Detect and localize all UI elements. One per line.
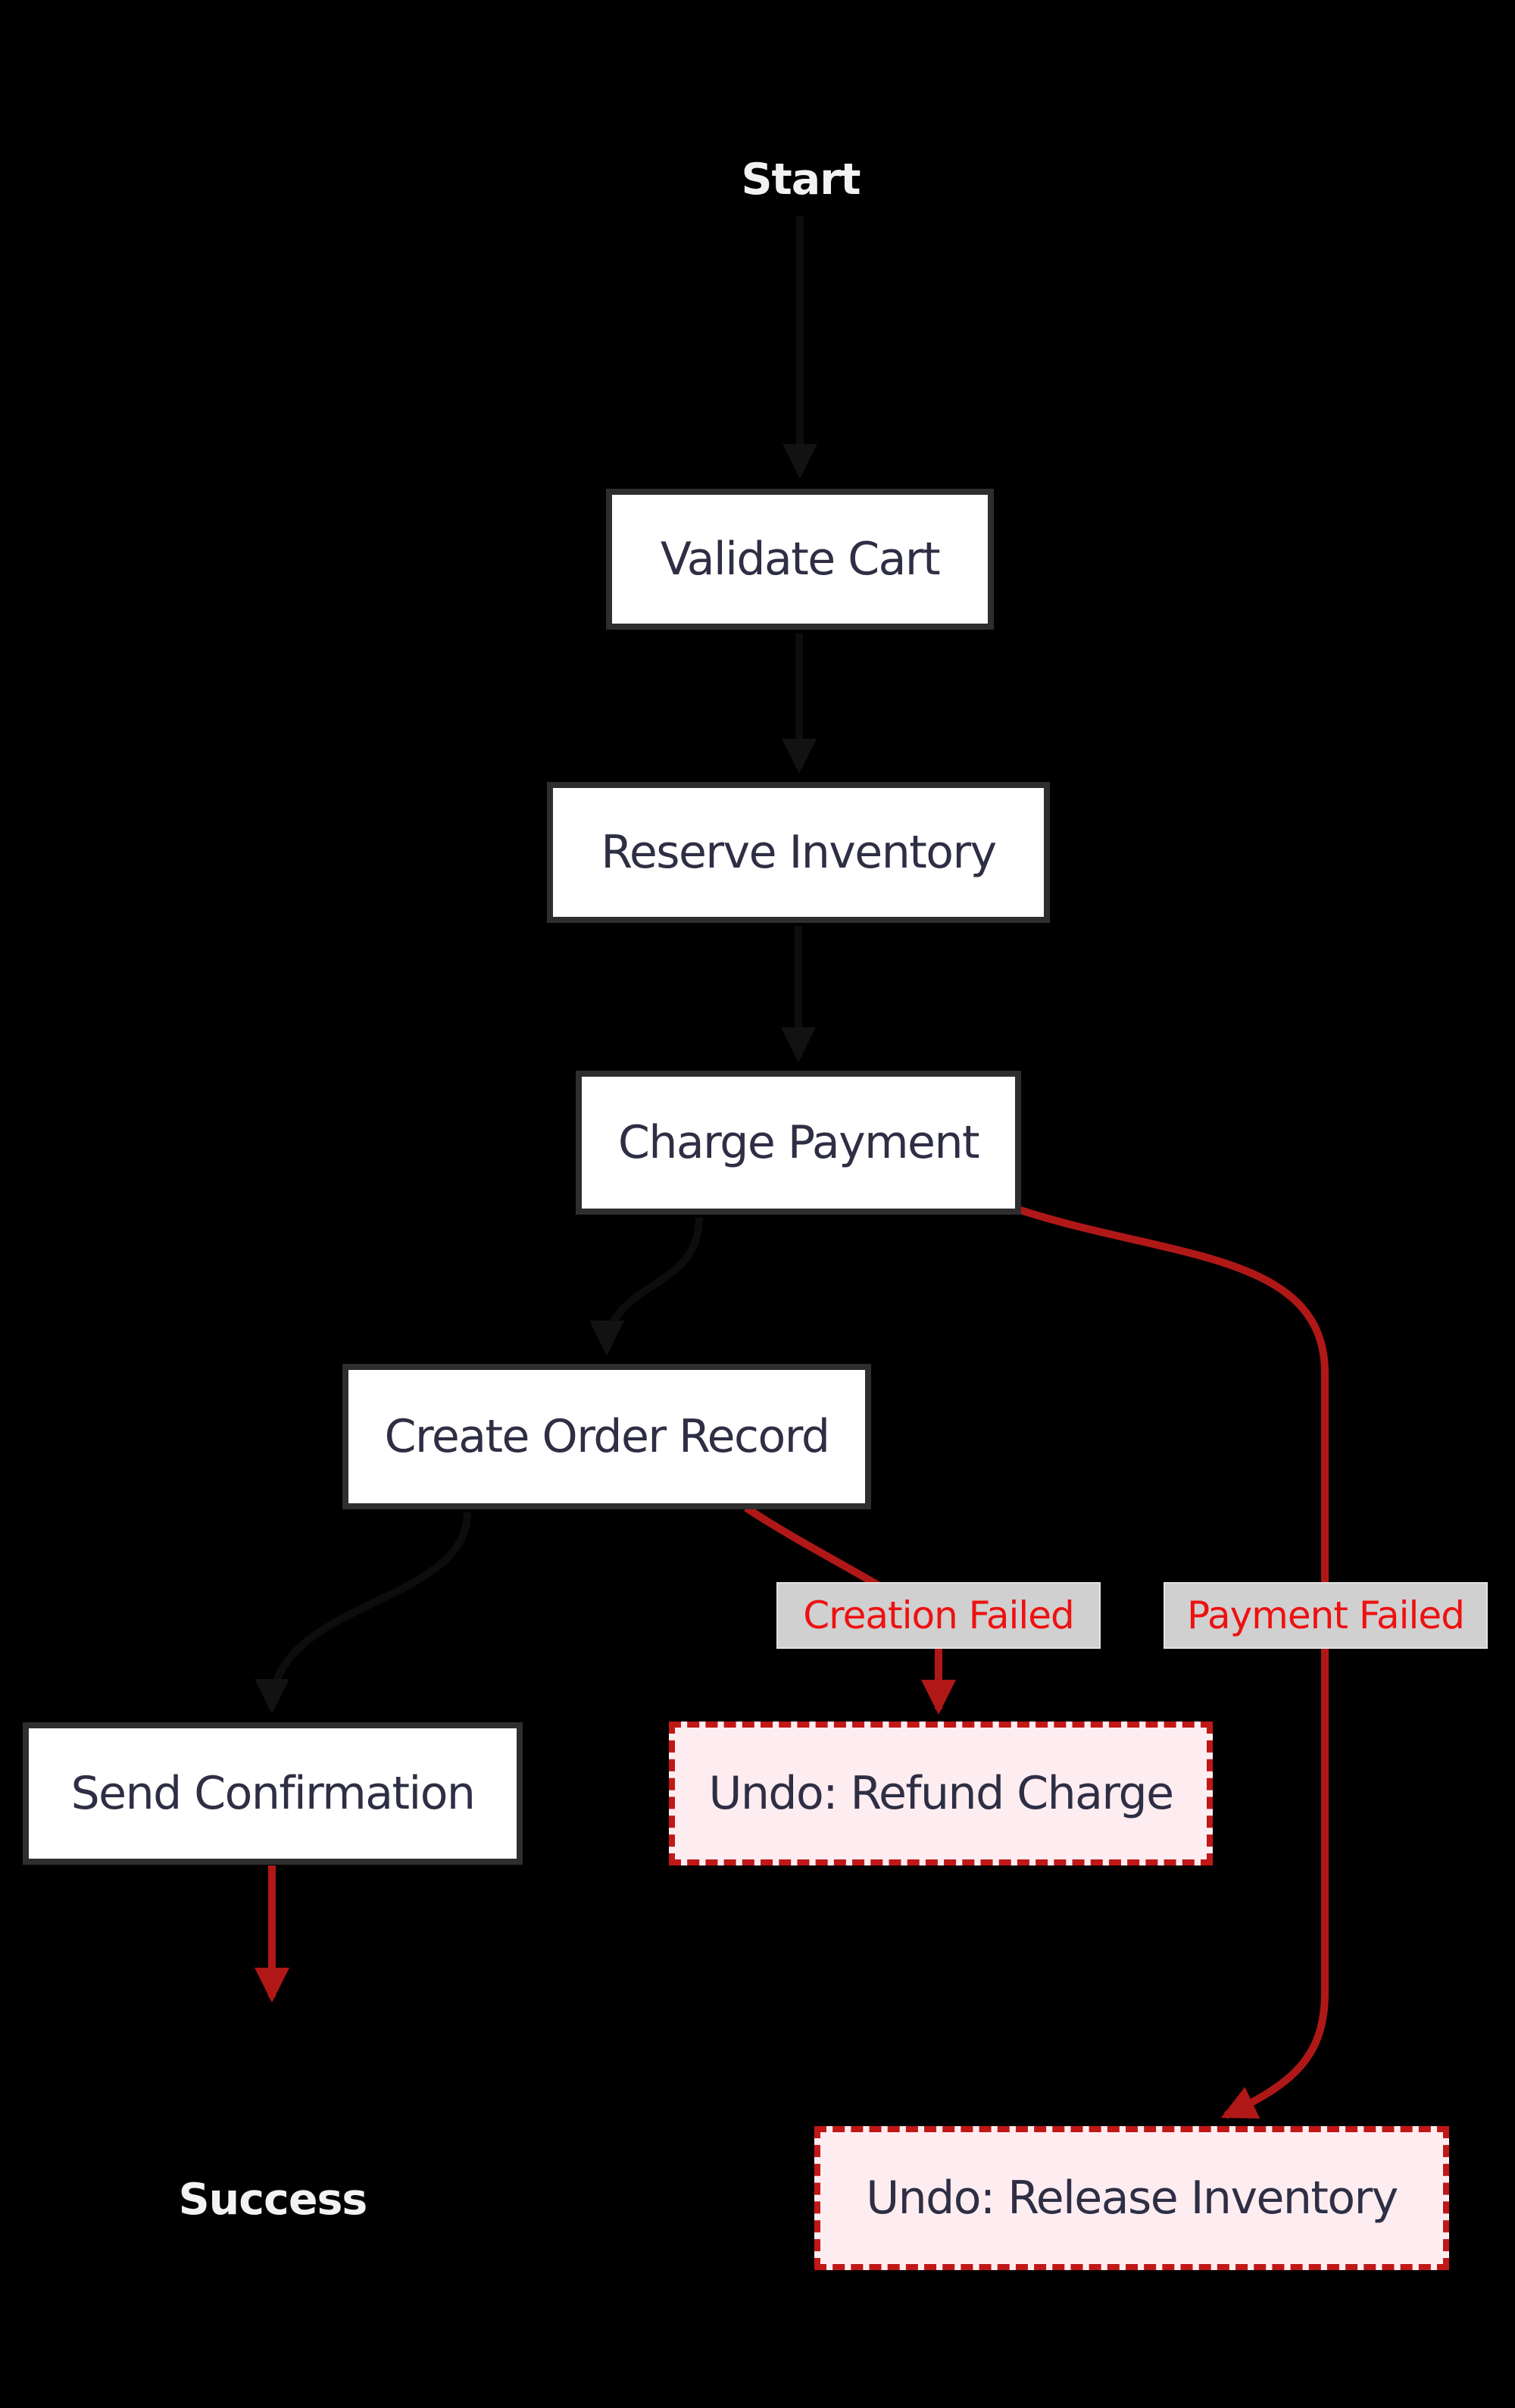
- start-node: Start: [741, 155, 861, 205]
- node-label: Create Order Record: [384, 1410, 830, 1463]
- node-label: Send Confirmation: [70, 1767, 476, 1820]
- node-send-confirmation: Send Confirmation: [23, 1722, 523, 1865]
- node-label: Undo: Refund Charge: [708, 1767, 1174, 1820]
- normal-flow-links: [255, 216, 817, 1714]
- edge-label-payment-failed: Payment Failed: [1164, 1582, 1488, 1649]
- edge-label-creation-failed: Creation Failed: [776, 1582, 1101, 1649]
- success-node: Success: [178, 2175, 368, 2225]
- node-label: Reserve Inventory: [601, 826, 997, 879]
- node-create-order-record: Create Order Record: [342, 1364, 871, 1509]
- edge-label-text: Creation Failed: [803, 1593, 1075, 1637]
- node-label: Undo: Release Inventory: [866, 2172, 1398, 2225]
- edge-charge-create: [589, 1217, 703, 1356]
- node-label: Validate Cart: [660, 533, 941, 586]
- failure-links: [255, 1206, 1329, 2119]
- node-undo-refund-charge: Undo: Refund Charge: [669, 1722, 1213, 1865]
- edge-label-text: Payment Failed: [1187, 1593, 1465, 1637]
- edge-create-send: [255, 1512, 471, 1714]
- node-undo-release-inventory: Undo: Release Inventory: [814, 2126, 1449, 2270]
- node-label: Charge Payment: [617, 1116, 980, 1169]
- edge-charge-undo-release: [1019, 1206, 1329, 2119]
- node-reserve-inventory: Reserve Inventory: [547, 782, 1050, 923]
- node-charge-payment: Charge Payment: [576, 1071, 1021, 1215]
- node-validate-cart: Validate Cart: [606, 489, 994, 630]
